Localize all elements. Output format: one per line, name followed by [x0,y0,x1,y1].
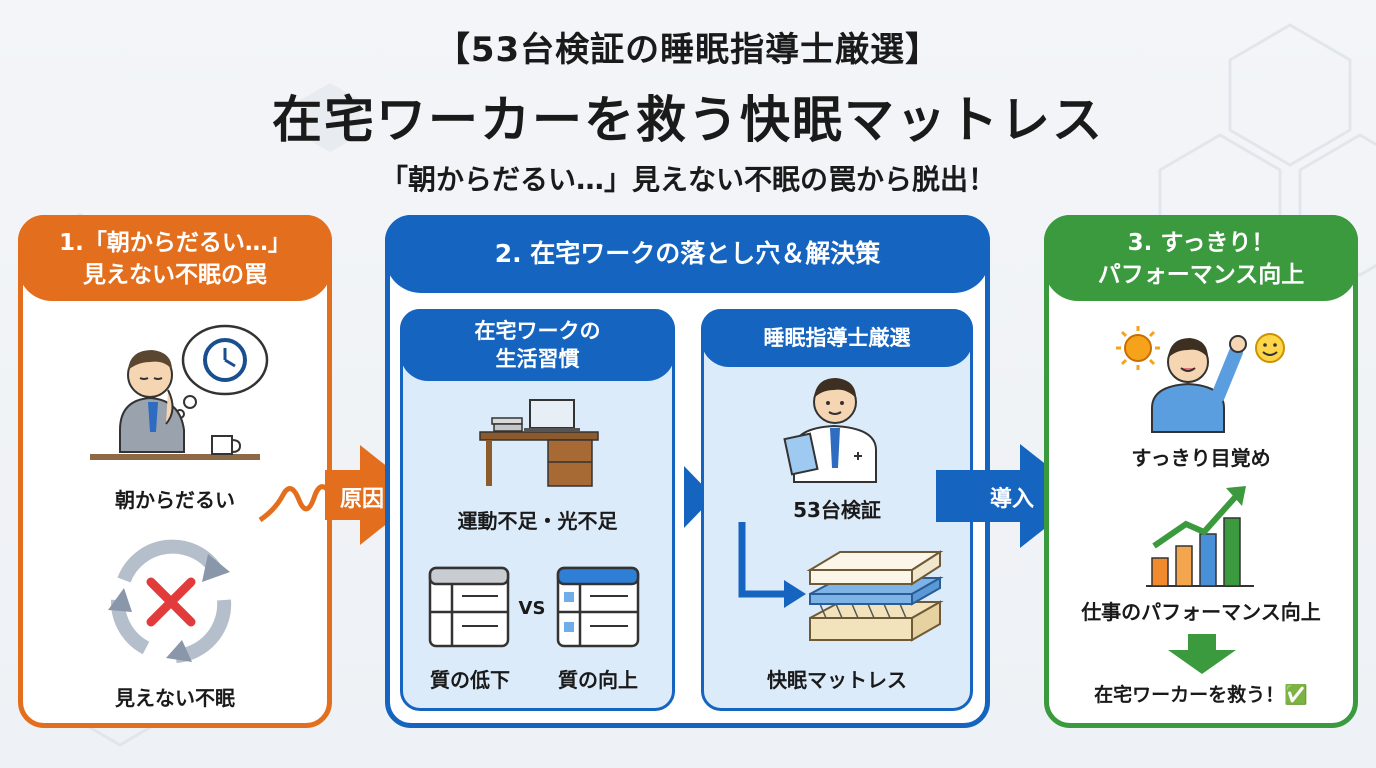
refreshed-wakeup-label: すっきり目覚め [1131,446,1271,470]
panel-result-header-line-1: 3. すっきり！ [1127,230,1275,256]
coffee-cup-icon [211,435,242,455]
title-line-1: 【53台検証の睡眠指導士厳選】 [435,30,941,70]
quality-improve-label: 質の向上 [558,668,638,692]
sun-icon [1116,326,1160,370]
l-arrow [738,522,806,608]
panel-problem-header-line-2: 見えない不眠の罠 [83,262,267,288]
lifestyle-header-line-1: 在宅ワークの [474,319,601,343]
comfort-mattress-label: 快眠マットレス [767,668,907,692]
fifty-three-verified-label: 53台検証 [793,498,881,522]
tired-in-morning-label: 朝からだるい [115,488,235,512]
panel-problem-header: 1.「朝からだるい…」 見えない不眠の罠 [18,215,332,301]
desk-laptop-illustration [479,399,599,487]
expert-subpanel-header: 睡眠指導士厳選 [701,309,973,367]
expert-subpanel [701,309,973,711]
laptop-icon [524,399,580,432]
lack-of-exercise-light-label: 運動不足・光不足 [457,509,618,533]
main-title: 在宅ワーカーを救う快眠マットレス [272,91,1104,149]
tired-worker-illustration [90,324,269,460]
performance-chart-icon [1146,486,1254,587]
panel-result-header: 3. すっきり！ パフォーマンス向上 [1044,215,1358,301]
down-arrow-icon [1168,634,1236,674]
quality-decline-label: 質の低下 [430,668,510,692]
subpanel-arrow [684,466,714,528]
cause-arrow-label: 原因 [339,487,384,512]
insomnia-cycle-illustration [108,539,232,663]
mattress-illustration [806,550,944,642]
save-workers-label: 在宅ワーカーを救う！✅ [1094,684,1308,706]
subtitle: 「朝からだるい…」見えない不眠の罠から脱出！ [379,163,996,196]
lifestyle-subpanel-header: 在宅ワークの 生活習慣 [400,309,675,381]
books-icon [491,417,523,432]
smile-icon [1255,333,1285,363]
lifestyle-header-line-2: 生活習慣 [495,347,580,371]
work-performance-label: 仕事のパフォーマンス向上 [1081,600,1321,624]
panel-solution-header: 2. 在宅ワークの落とし穴＆解決策 [385,215,990,293]
red-cross-icon [146,577,196,627]
invisible-insomnia-label: 見えない不眠 [115,686,235,710]
panel-result-header-line-2: パフォーマンス向上 [1097,262,1305,288]
cause-arrow [258,445,423,545]
high-quality-table-icon [556,566,640,648]
refreshed-person-illustration [1116,326,1285,433]
sleep-expert-illustration [783,378,877,483]
introduce-arrow-label: 導入 [989,487,1034,512]
vs-label: VS [518,598,546,619]
clipboard-icon [783,432,819,476]
clock-icon [203,338,247,382]
panel-problem-header-line-1: 1.「朝からだるい…」 [59,230,291,256]
low-quality-table-icon [428,566,510,648]
